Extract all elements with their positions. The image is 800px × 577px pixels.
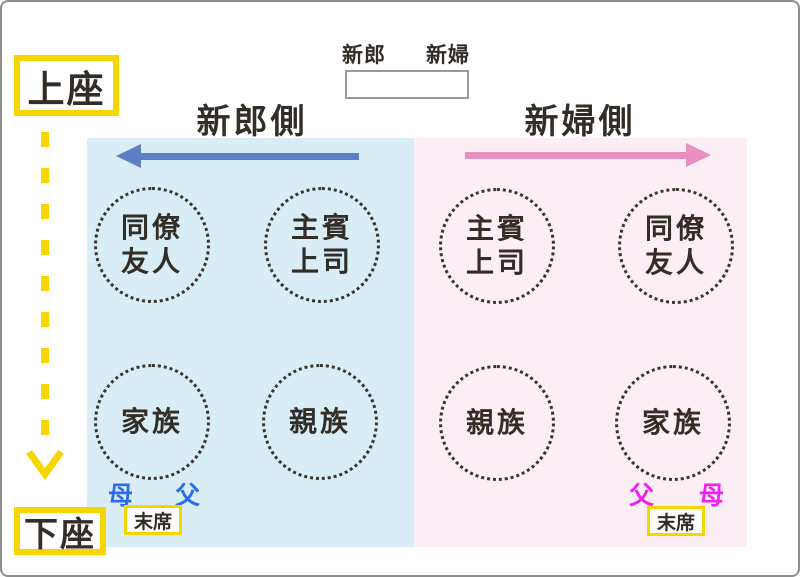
table-label-line: 家族 — [641, 407, 704, 439]
table-label-line: 上司 — [465, 247, 528, 278]
table-groom-colleagues-friends: 同僚 友人 — [94, 187, 210, 303]
table-groom-guest-of-honor-boss: 主賓 上司 — [264, 187, 380, 303]
table-label-line: 家族 — [120, 406, 183, 438]
table-label-line: 友人 — [120, 246, 183, 277]
table-label-line: 親族 — [465, 407, 528, 439]
table-label-line: 上司 — [290, 246, 353, 277]
table-label-line: 友人 — [644, 247, 707, 278]
groom-last-seat-box: 末席 — [124, 505, 182, 535]
table-bride-relatives: 親族 — [439, 365, 555, 481]
bride-arrow-right-icon — [686, 143, 711, 167]
groom-last-seat-label: 末席 — [133, 511, 172, 533]
bride-last-seat-box: 末席 — [647, 506, 705, 536]
table-label-line: 主賓 — [465, 213, 528, 245]
groom-side-heading: 新郎側 — [196, 103, 308, 141]
bride-last-seat-label: 末席 — [656, 512, 695, 534]
lower-seat-box: 下座 — [14, 507, 106, 555]
table-groom-relatives: 親族 — [262, 364, 378, 480]
bride-arrow-line — [465, 152, 687, 159]
table-label-line: 主賓 — [290, 212, 353, 244]
table-label-line: 同僚 — [644, 213, 707, 245]
table-bride-family: 家族 — [615, 365, 731, 481]
groom-arrow-left-icon — [116, 144, 141, 168]
upper-seat-label: 上座 — [27, 68, 106, 110]
table-groom-family: 家族 — [94, 364, 210, 480]
groom-label: 新郎 — [342, 44, 386, 67]
bride-father-label: 父 — [629, 482, 656, 510]
bride-label: 新婦 — [426, 44, 470, 67]
table-label-line: 同僚 — [120, 212, 183, 244]
head-table-box — [345, 70, 469, 99]
groom-arrow-line — [140, 153, 359, 160]
seating-order-arrow-icon — [26, 132, 64, 480]
lower-seat-label: 下座 — [24, 515, 96, 554]
bride-side-heading: 新婦側 — [524, 103, 636, 141]
table-bride-colleagues-friends: 同僚 友人 — [618, 188, 734, 304]
bride-mother-label: 母 — [699, 482, 726, 510]
table-label-line: 親族 — [288, 406, 351, 438]
upper-seat-box: 上座 — [14, 55, 119, 116]
table-bride-guest-of-honor-boss: 主賓 上司 — [439, 188, 555, 304]
